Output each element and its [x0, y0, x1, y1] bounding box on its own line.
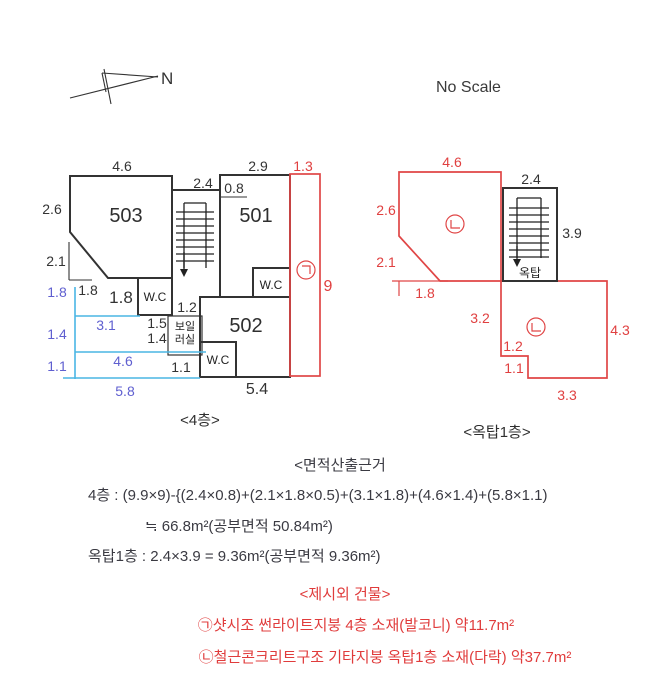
unit-503-outline: [69, 175, 173, 279]
area-calculation-notes: <면적산출근거 4층 : (9.9×9)-{(2.4×0.8)+(2.1×1.8…: [88, 457, 571, 666]
north-label: N: [161, 69, 173, 88]
rooftop-upper-outline: [398, 171, 502, 282]
dim-4f-12: 1.2: [177, 299, 197, 315]
dim-4f-14: 1.4: [147, 330, 167, 346]
calc-rooftop-line: 옥탑1층 : 2.4×3.9 = 9.36m²(공부면적 9.36m²): [88, 548, 381, 565]
extra-building-ga-line: ㉠샷시조 썬라이트지붕 4층 소재(발코니) 약11.7m²: [198, 617, 514, 634]
wc-502-outline: [199, 341, 237, 378]
dim-4f-top-29: 2.9: [248, 158, 268, 174]
dim-4f-15: 1.5: [147, 315, 167, 331]
dim-4f-red-13: 1.3: [293, 158, 313, 174]
boiler-label-line2: 러실: [175, 333, 195, 346]
dim-4f-bottom-54: 5.4: [246, 381, 268, 398]
dim-roof-11: 1.1: [504, 360, 524, 376]
boiler-label-line1: 보일: [175, 319, 195, 333]
dim-roof-43: 4.3: [610, 322, 630, 338]
dim-4f-red-9: 9: [324, 278, 333, 295]
dim-4f-08: 0.8: [224, 180, 244, 196]
rooftop-lower-outline: [500, 280, 608, 379]
boiler-room-outline: [167, 315, 203, 356]
rooftop-stair-room-label: 옥탑: [519, 266, 541, 280]
symbol-na-icon: [445, 214, 465, 234]
dim-4f-left-26: 2.6: [42, 201, 62, 217]
dim-roof-21: 2.1: [376, 254, 396, 270]
north-arrow-icon: [69, 68, 159, 105]
cyan-dim-lines: [63, 287, 206, 379]
blue-dim-46: 4.6: [113, 353, 133, 369]
extra-building-na-line: ㉡철근콘크리트구조 기타지붕 옥탑1층 소재(다락) 약37.7m²: [199, 649, 572, 666]
unit-501-label: 501: [239, 205, 272, 227]
rooftop-stairs-icon: [509, 197, 549, 267]
blue-dim-31: 3.1: [96, 317, 116, 333]
unit-503-label: 503: [109, 205, 142, 227]
calc-4f-result-line: ≒ 66.8m²(공부면적 50.84m²): [145, 518, 333, 535]
wc-502-label: W.C: [207, 353, 230, 367]
no-scale-label: No Scale: [436, 79, 501, 96]
area-calc-title: <면적산출근거: [294, 457, 386, 474]
wc-503-label: W.C: [144, 290, 167, 304]
stairs-icon: [176, 202, 214, 277]
blue-dim-14: 1.4: [47, 326, 67, 342]
dim-roof-12: 1.2: [503, 338, 523, 354]
dim-roof-24: 2.4: [521, 171, 541, 187]
blue-dim-11: 1.1: [47, 358, 67, 374]
dim-4f-11: 1.1: [171, 359, 191, 375]
dim-roof-26: 2.6: [376, 202, 396, 218]
rooftop-caption: <옥탑1층>: [463, 424, 531, 441]
dim-4f-18-big: 1.8: [109, 288, 133, 307]
extra-buildings-title: <제시외 건물>: [300, 586, 391, 603]
unit-502-label: 502: [229, 315, 262, 337]
dim-4f-top-46: 4.6: [112, 158, 132, 174]
dim-roof-46: 4.6: [442, 154, 462, 170]
floor4-caption: <4층>: [180, 412, 220, 429]
dim-4f-18-small: 1.8: [78, 282, 98, 298]
dim-roof-18: 1.8: [415, 285, 435, 301]
dim-roof-33: 3.3: [557, 387, 577, 403]
dim-roof-39: 3.9: [562, 225, 582, 241]
blue-dim-18: 1.8: [47, 284, 67, 300]
balcony-strip-outline: [289, 173, 321, 377]
symbol-na2-icon: [526, 317, 546, 337]
floor4-plan: 4.6 2.4 2.9 1.3 0.8 2.6 2.1 1.8 1.8 1.2 …: [42, 158, 332, 429]
calc-4f-line: 4층 : (9.9×9)-{(2.4×0.8)+(2.1×1.8×0.5)+(3…: [88, 487, 548, 504]
rooftop-plan: 4.6 2.6 2.1 1.8 2.4 3.9 옥탑 3.2 1.2 1.1 4…: [376, 154, 630, 441]
symbol-ga-icon: [296, 260, 316, 280]
wc-503-outline: [137, 277, 173, 316]
blue-dim-58: 5.8: [115, 383, 135, 399]
dim-4f-top-24: 2.4: [193, 175, 213, 191]
dim-roof-32: 3.2: [470, 310, 490, 326]
dim-4f-left-21: 2.1: [46, 253, 66, 269]
rooftop-stair-outline: [502, 187, 558, 282]
wc-501-label: W.C: [260, 278, 283, 292]
